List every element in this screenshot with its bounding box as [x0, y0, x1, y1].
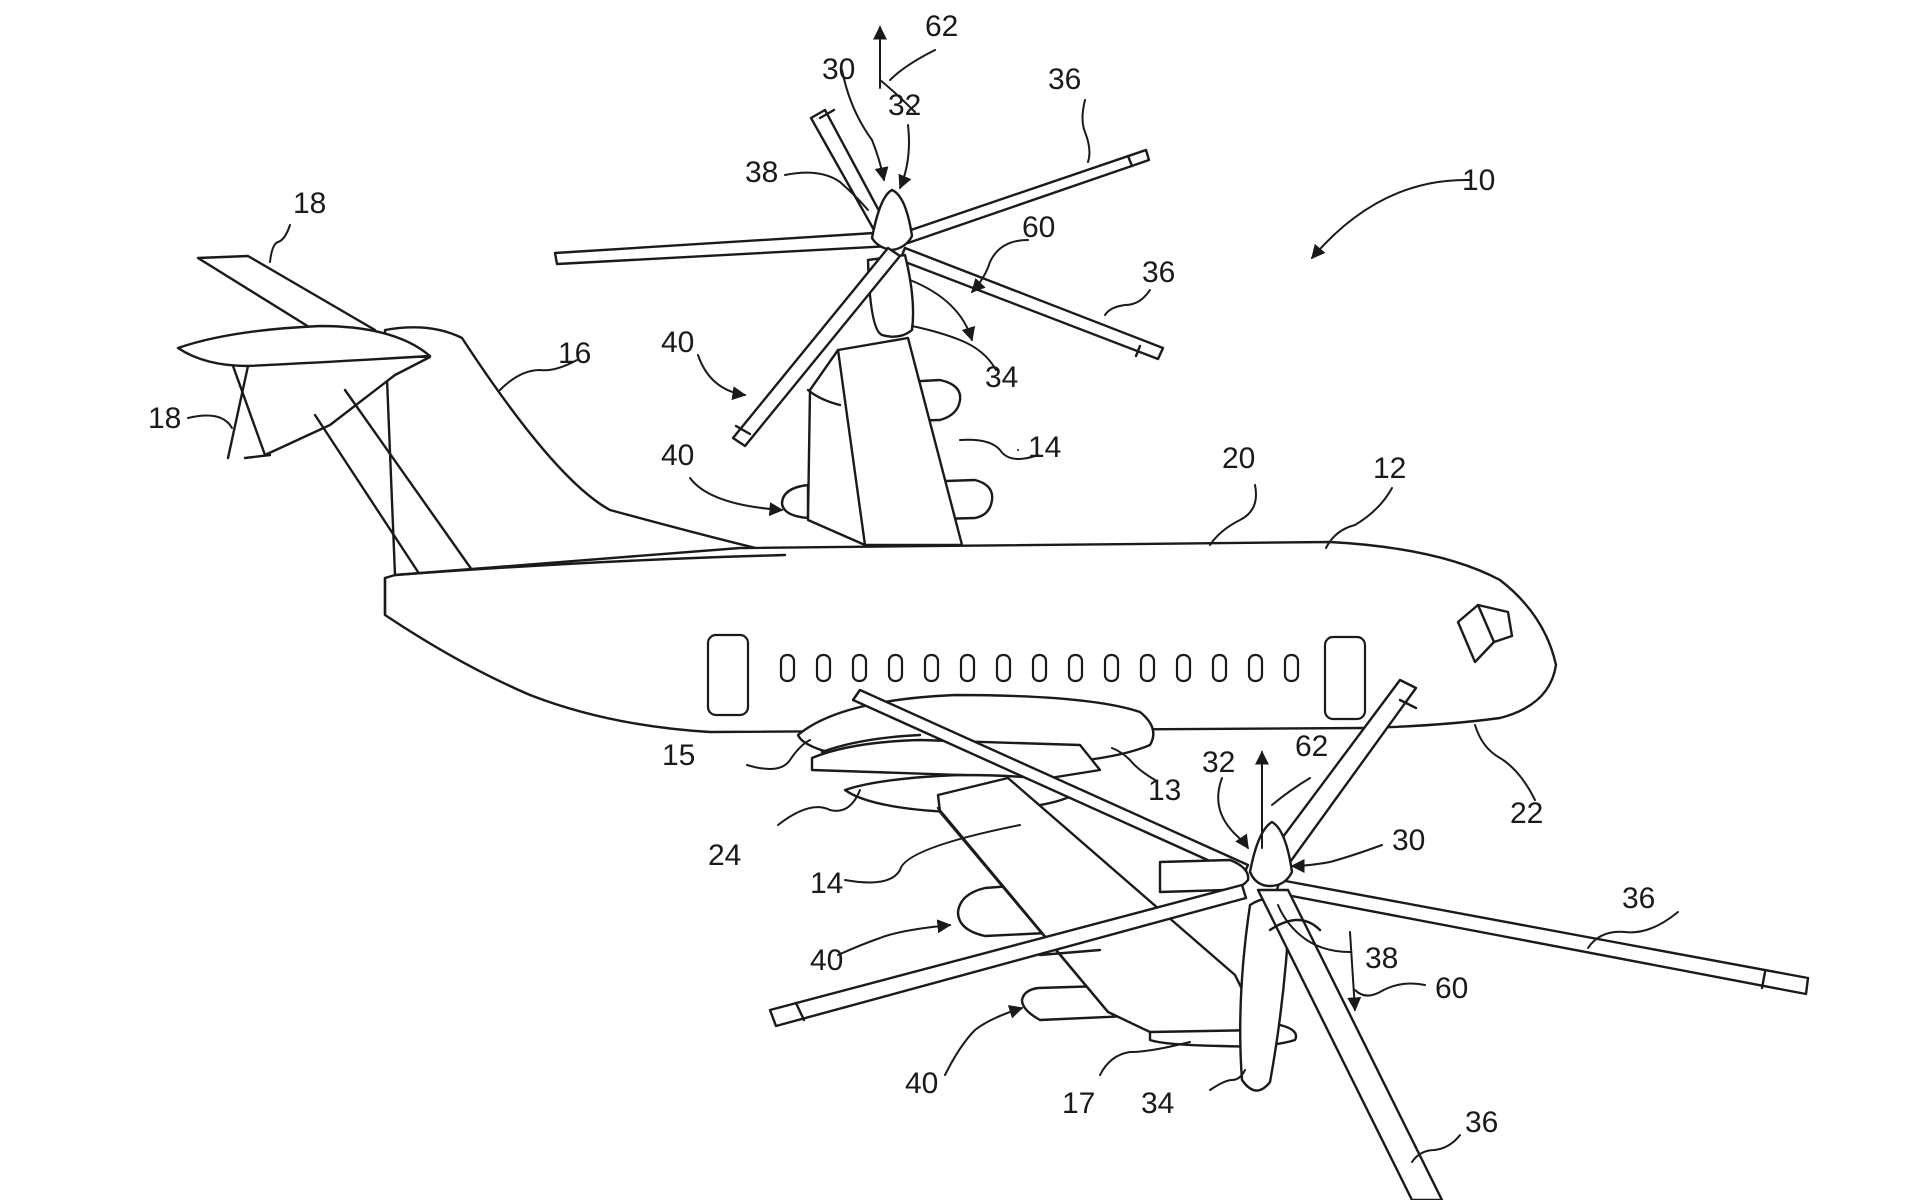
label-36-top-a: 36: [1048, 63, 1081, 96]
label-40-lower-b: 40: [905, 1067, 938, 1100]
upper-blade-upper-left: [809, 108, 887, 232]
label-20: 20: [1222, 442, 1255, 475]
cabin-windows: [779, 653, 1300, 683]
label-62-top: 62: [925, 10, 958, 43]
label-14-lower: 14: [810, 867, 843, 900]
label-62-bottom: 62: [1295, 730, 1328, 763]
vertical-stabilizer-16: [383, 326, 787, 577]
upper-spinner-32: [870, 188, 914, 252]
lower-blade-right-36: [1274, 878, 1810, 996]
upper-rotor-back-blades: [553, 108, 1165, 361]
label-60-bottom: 60: [1435, 972, 1468, 1005]
label-40-upper-a: 40: [661, 326, 694, 359]
upper-blade-lower-left-40: [731, 246, 902, 448]
label-30-bottom: 30: [1392, 824, 1425, 857]
label-30-top: 30: [822, 53, 855, 86]
lower-blade-down-36: [1256, 888, 1444, 1200]
label-18-left: 18: [148, 402, 181, 435]
upper-blade-left: [553, 230, 894, 266]
upper-wing: [806, 336, 964, 547]
fuselage-12: [383, 540, 1558, 734]
label-36-top-b: 36: [1142, 256, 1175, 289]
label-17: 17: [1062, 1087, 1095, 1120]
label-32-top: 32: [888, 89, 921, 122]
label-32-bottom: 32: [1202, 746, 1235, 779]
label-36-right: 36: [1622, 882, 1655, 915]
label-34-top: 34: [985, 361, 1018, 394]
label-22: 22: [1510, 797, 1543, 830]
label-18-top: 18: [293, 187, 326, 220]
label-15: 15: [662, 739, 695, 772]
lower-wing: [936, 776, 1264, 1034]
label-38-bottom: 38: [1365, 942, 1398, 975]
label-38-top: 38: [745, 156, 778, 189]
horizontal-tail-chord: [176, 324, 432, 368]
label-40-lower-a: 40: [810, 944, 843, 977]
label-34-bottom: 34: [1141, 1087, 1174, 1120]
lower-rotor-hub: [768, 820, 1810, 1200]
upper-blade-lower-right-36: [898, 246, 1165, 361]
leader-lines: [187, 25, 1679, 1163]
label-14-upper: 14: [1028, 431, 1061, 464]
reference-numerals: 10 12 20 16 18 18 22 15 24 13 14 14 62 3…: [148, 10, 1655, 1139]
lower-blade-left: [768, 883, 1248, 1028]
tail-assembly: [176, 254, 787, 577]
label-24: 24: [708, 839, 741, 872]
upper-rotor-hub: [731, 188, 915, 448]
label-36-bottom: 36: [1465, 1106, 1498, 1139]
label-16: 16: [558, 337, 591, 370]
label-40-upper-b: 40: [661, 439, 694, 472]
label-13: 13: [1148, 774, 1181, 807]
label-12: 12: [1373, 452, 1406, 485]
label-10: 10: [1462, 164, 1495, 197]
label-60-top: 60: [1022, 211, 1055, 244]
